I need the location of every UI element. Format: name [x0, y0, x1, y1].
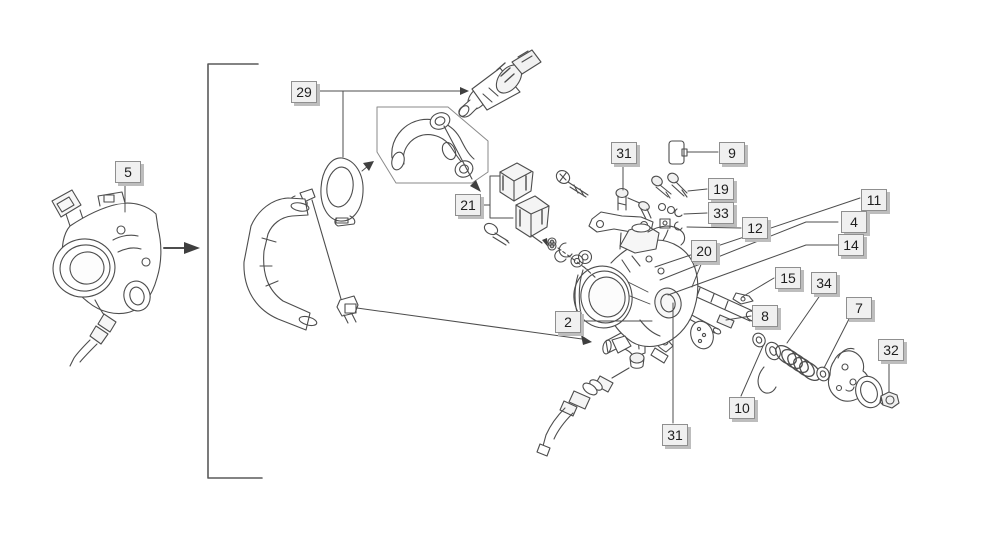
direction-arrow-icon [163, 242, 200, 254]
callout-34[interactable]: 34 [811, 272, 837, 294]
callout-10[interactable]: 10 [729, 397, 755, 419]
leader-lines [124, 87, 890, 424]
intake-hose [243, 197, 342, 331]
throttle-cable [536, 367, 630, 457]
callout-31-bottom[interactable]: 31 [662, 424, 688, 446]
callout-12[interactable]: 12 [742, 217, 768, 239]
temperature-sensor-29 [458, 49, 542, 118]
callout-31-top[interactable]: 31 [611, 142, 637, 164]
spring-cam-group [752, 332, 900, 409]
callout-8[interactable]: 8 [752, 305, 778, 327]
bolts-19 [651, 172, 688, 199]
grommet-ring-29 [320, 157, 364, 227]
callout-9[interactable]: 9 [719, 142, 745, 164]
hose-detail-box [376, 106, 489, 192]
assembled-throttle-body [51, 189, 162, 367]
callout-7[interactable]: 7 [846, 297, 872, 319]
gasket-plate [690, 320, 714, 350]
callout-4[interactable]: 4 [841, 211, 867, 233]
callout-14[interactable]: 14 [838, 234, 864, 256]
callout-20[interactable]: 20 [691, 240, 717, 262]
callout-21[interactable]: 21 [455, 194, 481, 216]
callout-5[interactable]: 5 [115, 161, 141, 183]
clips-33 [657, 202, 683, 218]
callout-15[interactable]: 15 [775, 267, 801, 289]
callout-11[interactable]: 11 [861, 189, 887, 211]
reference-bracket [207, 63, 263, 479]
callout-29[interactable]: 29 [291, 81, 317, 103]
callout-19[interactable]: 19 [708, 178, 734, 200]
callout-32[interactable]: 32 [878, 339, 904, 361]
main-throttle-body [573, 223, 699, 354]
callout-33[interactable]: 33 [708, 202, 734, 224]
pin-9 [668, 140, 688, 165]
callout-2[interactable]: 2 [555, 311, 581, 333]
washer-set [530, 234, 598, 280]
screw-upper-left [555, 170, 589, 198]
